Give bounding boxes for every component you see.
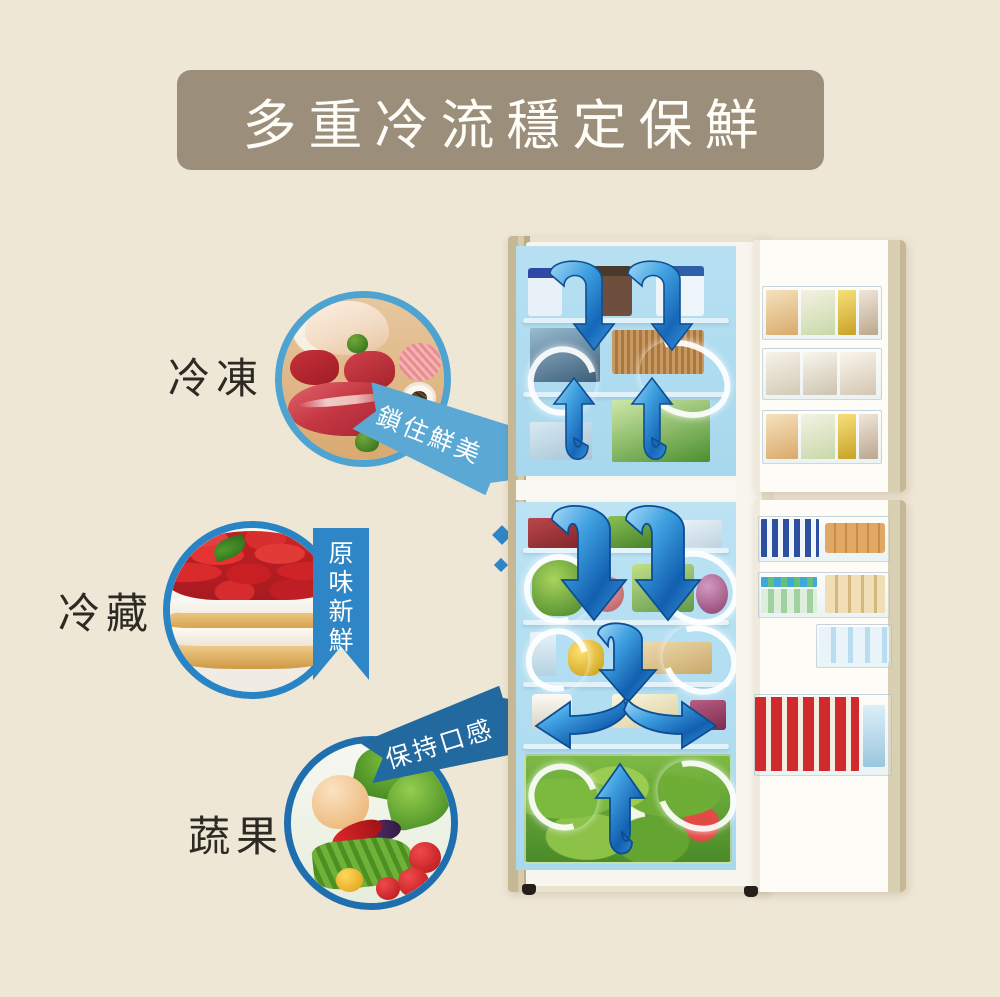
freezer-shelf [522, 392, 730, 397]
packaged-food [678, 520, 722, 548]
compartment-divider [516, 480, 736, 500]
bottle [530, 632, 556, 676]
cake-photo [170, 528, 334, 692]
small-bottle [863, 705, 885, 767]
water-bottles [761, 589, 817, 613]
egg-tray [825, 523, 885, 553]
apple [590, 576, 624, 612]
sponge-layer-bottom [170, 644, 334, 670]
fridge-shelf [522, 744, 730, 749]
butter-box [838, 414, 856, 459]
fridge-compartment [516, 502, 736, 870]
frozen-meal-box [859, 414, 878, 459]
frozen-pastry-box [766, 414, 798, 459]
fridge-door-shelf-top [758, 516, 890, 562]
ribbon-label: 原味新鮮 [325, 540, 352, 656]
freezer-door-shelf [762, 348, 882, 400]
milk-bottles [761, 519, 819, 557]
cherry-tomato [409, 842, 442, 873]
refrigerator [508, 236, 914, 902]
frozen-noodle-box [766, 352, 800, 395]
refrigerator-foot [522, 884, 536, 895]
ice-cream-tub [656, 266, 704, 316]
cream-layer [170, 626, 334, 647]
strawberry-topping [170, 531, 334, 601]
yellow-pepper [335, 867, 363, 892]
decor-diamond-icon [493, 557, 509, 573]
page-title: 多重冷流穩定保鮮 [242, 95, 771, 156]
airflow-swirl-mid-left [516, 616, 600, 704]
frozen-vegetable-box [801, 290, 835, 335]
tall-cans [819, 627, 889, 663]
fridge-door-shelf-bottom [754, 694, 892, 776]
frozen-dessert-box [840, 352, 876, 395]
chicken-piece [304, 301, 389, 355]
freezer-door-shelf [762, 286, 882, 340]
category-label-freezer: 冷凍 [168, 357, 265, 403]
cherry-tomato [398, 867, 429, 897]
bowl [532, 694, 572, 730]
category-label-fridge: 冷藏 [58, 592, 155, 638]
ice-cream-tub [590, 266, 632, 316]
minced-pork [398, 343, 441, 381]
category-label-vegetable: 蔬果 [188, 815, 285, 861]
cherry-tomato [375, 877, 400, 900]
packaged-meat [690, 700, 726, 730]
lettuce [608, 516, 670, 548]
freezer-door-shelf [762, 410, 882, 464]
ribbon-original-fresh: 原味新鮮 [313, 528, 369, 680]
raw-meat-tray [528, 518, 600, 548]
freezer-compartment [516, 246, 736, 476]
refrigerator-foot [744, 886, 758, 897]
frozen-pastry-box [766, 290, 798, 335]
ice-tray [530, 422, 592, 460]
beverage-cans [825, 575, 885, 613]
fridge-door-shelf-upper [758, 572, 890, 618]
freezer-door[interactable] [754, 240, 906, 492]
frozen-dumpling-box [803, 352, 837, 395]
photo-circle-cake [163, 521, 341, 699]
broccoli-garnish [346, 333, 368, 354]
ice-cream-tub [528, 268, 562, 316]
photo-circle-meat [275, 291, 451, 467]
beef-cube [290, 349, 339, 386]
freezer-shelf [522, 318, 730, 323]
fridge-door-shelf-mid [816, 624, 892, 668]
beverage-caps [761, 577, 817, 587]
butter-box [838, 290, 856, 335]
page-title-banner: 多重冷流穩定保鮮 [177, 70, 824, 170]
fridge-door[interactable] [754, 500, 906, 892]
cheese-block [612, 694, 678, 728]
frozen-meal-box [859, 290, 878, 335]
juice-cartons [755, 697, 859, 771]
frozen-vegetable-box [801, 414, 835, 459]
